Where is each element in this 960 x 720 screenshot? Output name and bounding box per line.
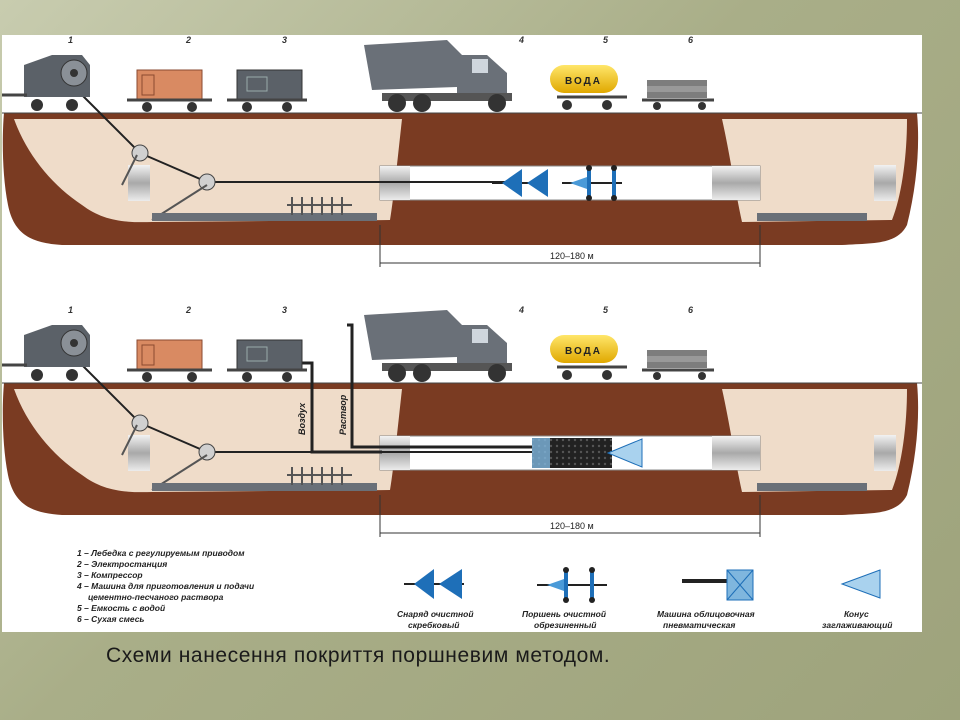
distance-label: 120–180 м: [550, 521, 594, 531]
legend-item: 1 – Лебедка с регулируемым приводом: [77, 548, 245, 558]
equipment-number: 2: [185, 305, 191, 315]
scraper-icon: [414, 569, 434, 599]
tool-label: пневматическая: [663, 620, 735, 630]
tool-label: Снаряд очистной: [397, 609, 474, 619]
water-tank-icon: ВОДА: [550, 65, 627, 110]
power-station-icon: [127, 69, 212, 112]
air-hose: [302, 361, 382, 454]
mixer-truck-icon: [364, 310, 512, 382]
tool-label: Конус: [844, 609, 869, 619]
equipment-number: 3: [282, 35, 287, 45]
pulley-frame: [121, 154, 138, 186]
piston-icon: [564, 570, 568, 600]
legend-item: 6 – Сухая смесь: [77, 614, 144, 624]
tool-label: заглаживающий: [822, 620, 893, 630]
tool-lining-machine: Машина облицовочная пневматическая: [657, 569, 755, 630]
base-plate: [757, 213, 867, 221]
winch-icon: [2, 325, 90, 381]
tool-label: скребковый: [408, 620, 460, 630]
pulley-icon: [198, 443, 216, 461]
scraper-projectile-icon: [492, 169, 548, 197]
trench-right: [722, 119, 907, 222]
pipe-end-right: [712, 166, 760, 200]
distance-label: 120–180 м: [550, 251, 594, 261]
cable: [139, 152, 208, 183]
power-station-icon: [127, 339, 212, 382]
pipe-stub-left: [128, 165, 150, 201]
tool-scraper: Снаряд очистной скребковый: [397, 569, 474, 630]
pipe-stub-left: [128, 435, 150, 471]
tank-label: ВОДА: [565, 346, 602, 357]
smoothing-cone-icon: [606, 438, 643, 468]
equipment-number: 6: [688, 305, 694, 315]
pipe-stub-right: [874, 165, 896, 201]
scheme-top: 120–180 м: [2, 35, 922, 267]
tank-label: ВОДА: [565, 76, 602, 87]
base-plate: [152, 483, 377, 491]
equipment-number: 5: [603, 305, 609, 315]
hose-air-label: Воздух: [297, 402, 307, 435]
pipe-support-icon: [287, 467, 352, 485]
equipment-number: 2: [185, 35, 191, 45]
pulley-icon: [198, 173, 216, 191]
equipment-number: 4: [518, 35, 524, 45]
rubber-piston-icon: [562, 165, 622, 201]
mortar-hose: [347, 323, 537, 449]
dry-mix-icon: [642, 350, 714, 380]
trench-left: [14, 389, 402, 493]
hose-mortar-label: Раствор: [338, 394, 348, 435]
compressor-icon: [227, 339, 307, 382]
trench-right: [722, 389, 907, 492]
legend-item: 2 – Электростанция: [76, 559, 167, 569]
base-plate: [757, 483, 867, 491]
base-plate: [152, 213, 377, 221]
legend-item: 4 – Машина для приготовления и подачи: [76, 581, 255, 591]
legend-item: цементно-песчаного раствора: [88, 592, 224, 602]
winch-icon: [2, 55, 90, 111]
scheme-bottom: Воздух Раствор 120–180 м: [2, 305, 922, 537]
legend-item: 5 – Емкость с водой: [77, 603, 166, 613]
tool-label: обрезиненный: [534, 620, 597, 630]
tool-cone: Конус заглаживающий: [822, 569, 893, 630]
legend: 1 – Лебедка с регулируемым приводом 2 – …: [76, 548, 255, 624]
pulley-frame: [121, 424, 138, 456]
tool-label: Поршень очистной: [522, 609, 607, 619]
cable: [139, 422, 208, 453]
equipment-number: 1: [68, 305, 73, 315]
cone-icon: [840, 569, 881, 599]
trench-left: [14, 119, 402, 223]
equipment-number: 1: [68, 35, 73, 45]
tool-piston: Поршень очистной обрезиненный: [522, 567, 607, 630]
tool-label: Машина облицовочная: [657, 609, 755, 619]
mixer-truck-icon: [364, 40, 512, 112]
legend-item: 3 – Компрессор: [77, 570, 143, 580]
diagram-panel: 120–180 м: [2, 35, 922, 632]
equipment-number: 6: [688, 35, 694, 45]
dry-mix-icon: [642, 80, 714, 110]
lining-machine-icon: [532, 438, 612, 468]
pipeline-diagram: 120–180 м: [2, 35, 922, 630]
pipe-support-icon: [287, 197, 352, 215]
equipment-number: 3: [282, 305, 287, 315]
equipment-number: 4: [518, 305, 524, 315]
pipe-end-right: [712, 436, 760, 470]
slide-caption: Схеми нанесення покриття поршневим метод…: [106, 644, 611, 667]
compressor-icon: [227, 69, 307, 112]
equipment-number: 5: [603, 35, 609, 45]
water-tank-icon: ВОДА: [550, 335, 627, 380]
pipe-stub-right: [874, 435, 896, 471]
